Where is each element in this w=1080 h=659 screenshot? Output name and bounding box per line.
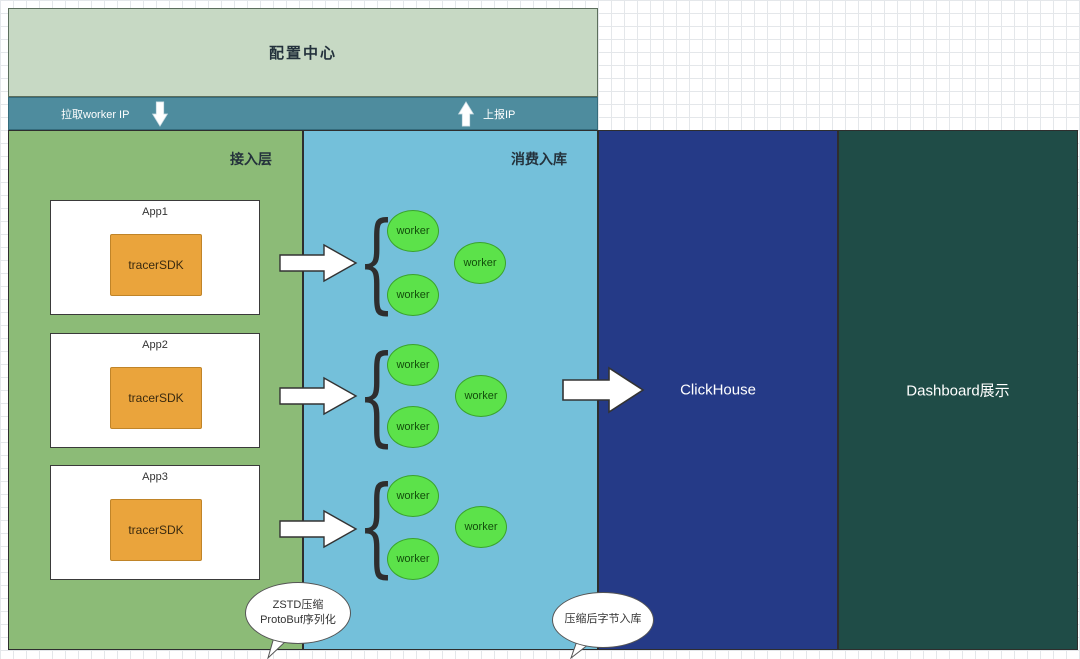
compress-note-bubble: ZSTD压缩 ProtoBuf序列化: [245, 582, 351, 644]
sync-bar: 拉取worker IP 上报IP: [8, 97, 598, 130]
flow-arrow-icon: [279, 376, 358, 416]
worker-node: worker: [387, 344, 439, 386]
access-layer-label: 接入层: [230, 151, 272, 167]
report-ip-label: 上报IP: [483, 108, 516, 121]
app3-box: App3 tracerSDK: [50, 465, 260, 580]
consume-storage-label: 消费入库: [511, 151, 567, 167]
app1-title: App1: [142, 206, 168, 218]
config-center-label: 配置中心: [268, 45, 337, 62]
config-center-box: 配置中心: [8, 8, 598, 97]
store-note-bubble: 压缩后字节入库: [552, 592, 654, 648]
dashboard-column: Dashboard展示: [838, 130, 1078, 650]
worker-label: worker: [396, 225, 430, 237]
worker-label: worker: [396, 553, 430, 565]
arrow-up-icon: [457, 101, 475, 127]
arrow-down-icon: [151, 101, 169, 127]
worker-node: worker: [387, 274, 439, 316]
worker-label: worker: [396, 289, 430, 301]
worker-node: worker: [454, 242, 506, 284]
worker-group-brace: {: [358, 205, 396, 321]
clickhouse-label: ClickHouse: [680, 381, 756, 399]
worker-label: worker: [464, 390, 498, 402]
tracer-sdk-label: tracerSDK: [128, 258, 184, 272]
dashboard-label: Dashboard展示: [906, 382, 1010, 400]
app3-tracer-sdk-box: tracerSDK: [110, 499, 202, 561]
main-flow-arrow-icon: [562, 366, 645, 414]
worker-node: worker: [387, 210, 439, 252]
worker-label: worker: [463, 257, 497, 269]
compress-note-line1: ZSTD压缩: [272, 598, 324, 611]
worker-node: worker: [455, 506, 507, 548]
worker-label: worker: [396, 490, 430, 502]
store-note-line1: 压缩后字节入库: [564, 613, 642, 626]
flow-arrow-icon: [279, 509, 358, 549]
flow-arrow-icon: [279, 243, 358, 283]
worker-label: worker: [396, 359, 430, 371]
worker-group-brace: {: [358, 338, 396, 454]
worker-group-brace: {: [358, 469, 396, 585]
consume-storage-column: 消费入库: [303, 130, 598, 650]
worker-node: worker: [387, 406, 439, 448]
app1-box: App1 tracerSDK: [50, 200, 260, 315]
compress-note-line2: ProtoBuf序列化: [260, 614, 336, 626]
app2-tracer-sdk-box: tracerSDK: [110, 367, 202, 429]
app3-title: App3: [142, 471, 168, 483]
pull-worker-ip-label: 拉取worker IP: [61, 108, 130, 121]
worker-node: worker: [387, 538, 439, 580]
app2-title: App2: [142, 339, 168, 351]
worker-label: worker: [464, 521, 498, 533]
tracer-sdk-label: tracerSDK: [128, 523, 184, 537]
worker-label: worker: [396, 421, 430, 433]
app2-box: App2 tracerSDK: [50, 333, 260, 448]
worker-node: worker: [455, 375, 507, 417]
app1-tracer-sdk-box: tracerSDK: [110, 234, 202, 296]
tracer-sdk-label: tracerSDK: [128, 391, 184, 405]
worker-node: worker: [387, 475, 439, 517]
